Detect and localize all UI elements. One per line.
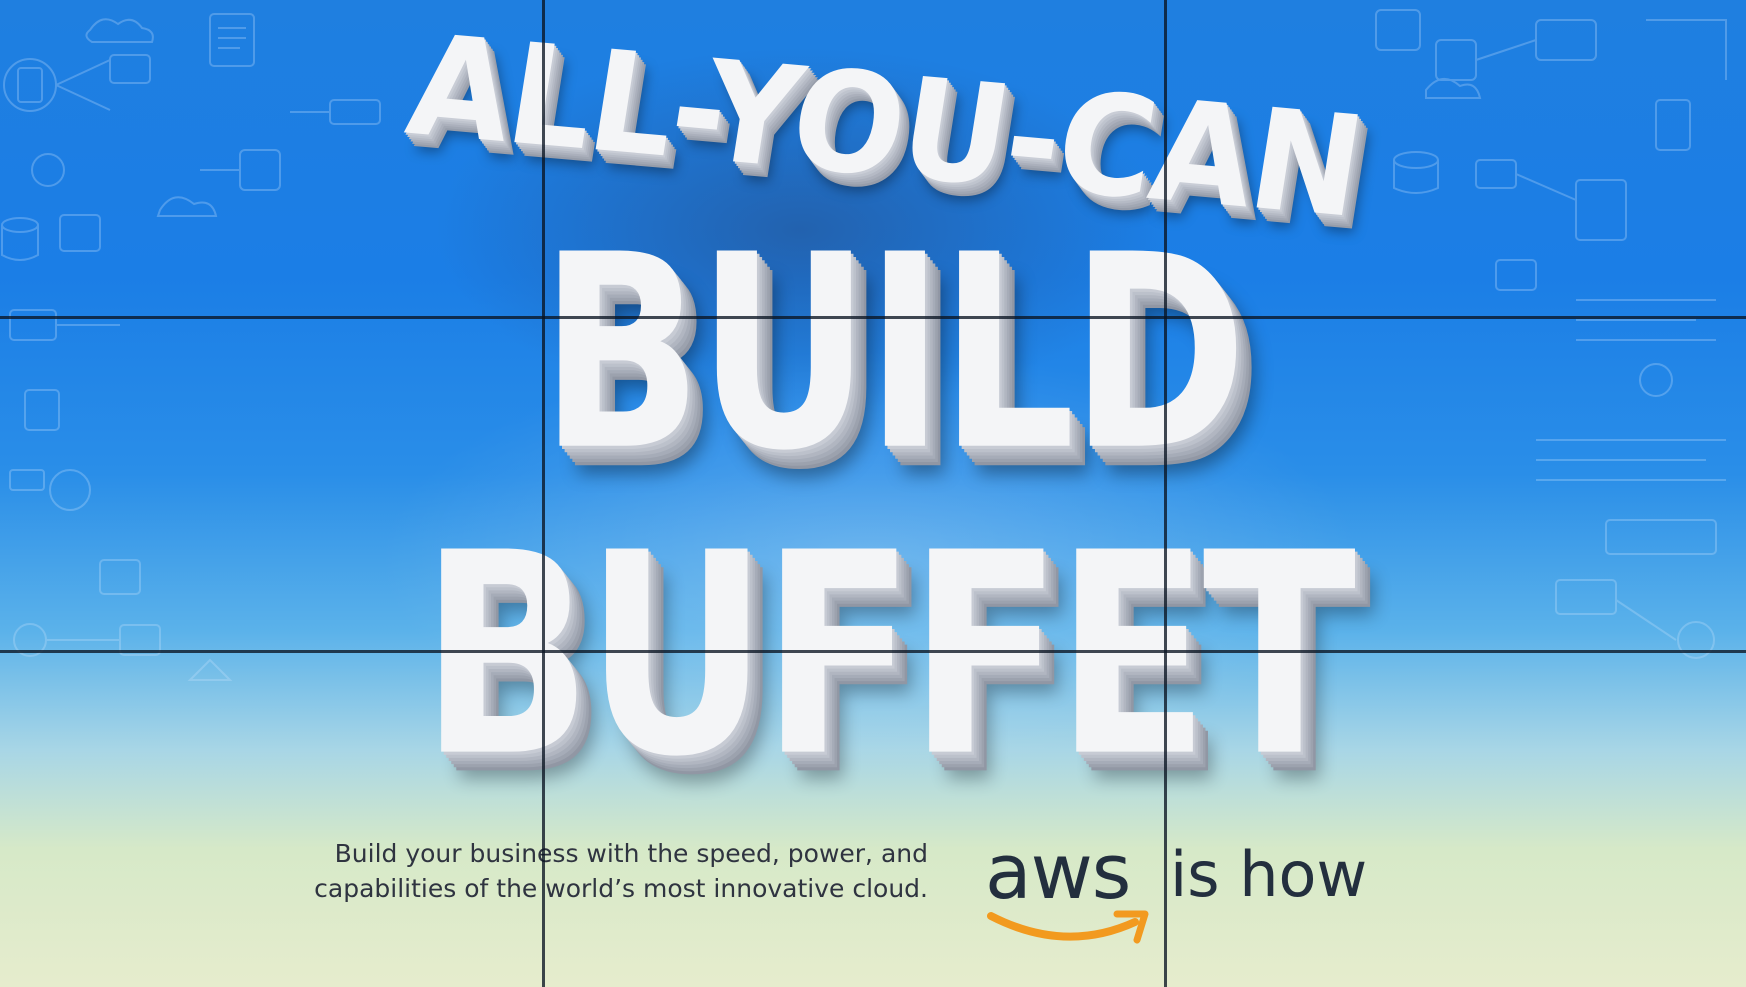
tagline: Build your business with the speed, powe…: [298, 836, 928, 906]
region-doodle-icon: [3, 58, 57, 112]
aws-brand-lockup: aws is how: [985, 832, 1405, 952]
right-sketch-doodles: [1375, 9, 1727, 659]
cloud-doodle-icon-right: [1425, 78, 1482, 99]
panel-seam-horizontal-2: [0, 650, 1746, 653]
bottle-doodle-icon: [1655, 99, 1691, 151]
tagline-line-1: Build your business with the speed, powe…: [334, 839, 928, 868]
database-doodle-icon-right: [1393, 151, 1439, 169]
document-doodle-icon: [209, 13, 255, 67]
brand-slogan: is how: [1170, 838, 1368, 911]
database-doodle-icon: [1, 217, 39, 233]
chip-doodle-icon: [1375, 9, 1421, 51]
left-sketch-doodles: [0, 13, 381, 681]
panel-seam-horizontal-1: [0, 316, 1746, 319]
cloud-doodle-icon: [85, 18, 154, 43]
aws-smile-arrow-icon: [987, 910, 1149, 944]
brain-doodle-icon: [49, 469, 91, 511]
panel-seam-vertical-2: [1164, 0, 1167, 987]
headline-line-buffet: BUFFET: [420, 493, 1357, 819]
panel-seam-vertical-1: [542, 0, 545, 987]
headset-doodle-icon: [31, 153, 65, 187]
aws-logo-text: aws: [985, 827, 1131, 916]
headline-line-build: BUILD: [539, 198, 1247, 510]
tagline-line-2: capabilities of the world’s most innovat…: [314, 874, 928, 903]
